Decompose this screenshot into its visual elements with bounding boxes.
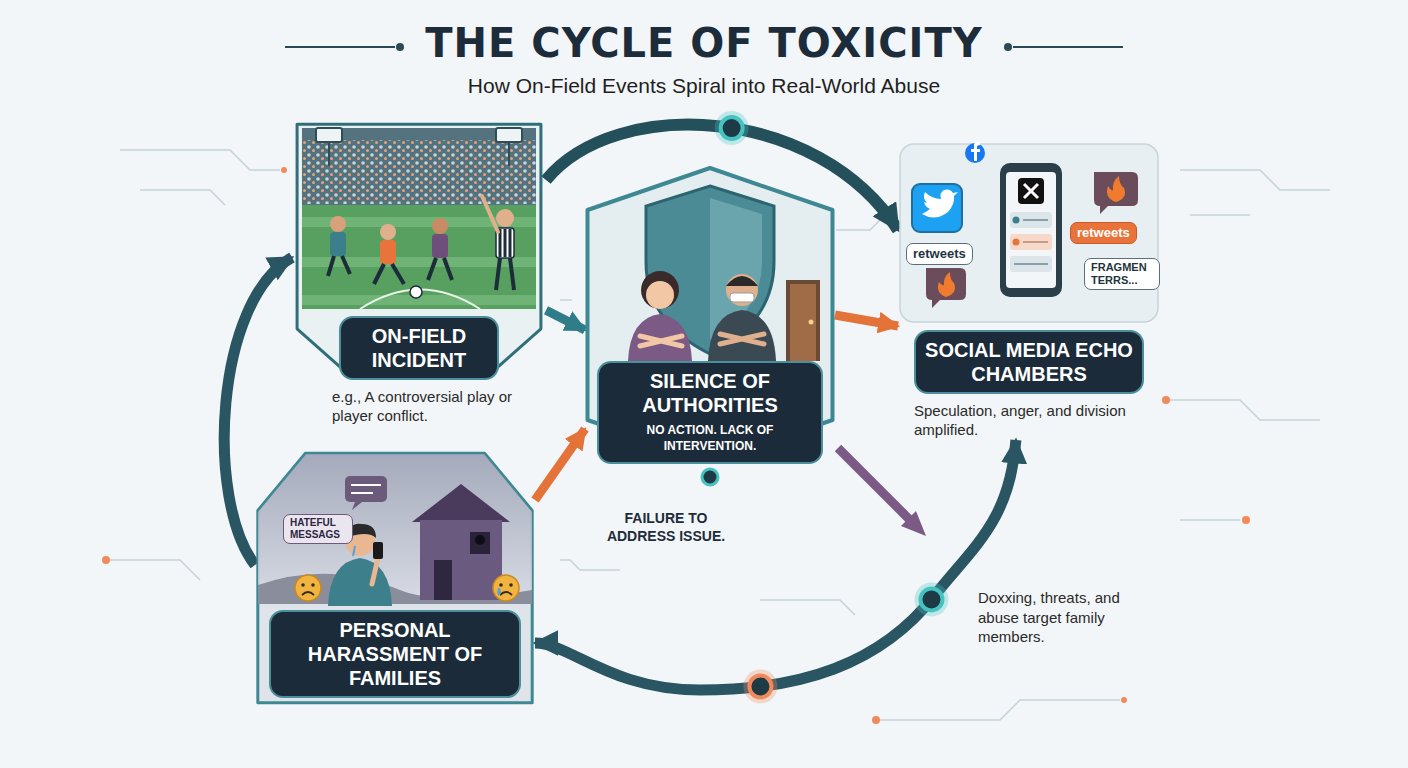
panel-description: e.g., A controversial play or player con… — [332, 388, 532, 426]
stage-note: Doxxing, threats, and abuse target famil… — [978, 588, 1140, 647]
bubble-text: HATEFUL MESSAGS — [290, 517, 346, 541]
node-dot — [721, 117, 743, 139]
harassment-illustration — [258, 454, 532, 606]
cycle-arc — [535, 440, 1016, 690]
panel-shape — [588, 168, 833, 462]
flow-arrow — [835, 315, 898, 326]
panel-heading: SOCIAL MEDIA ECHO CHAMBERS — [914, 330, 1144, 394]
stage-note: FAILURE TO ADDRESS ISSUE. — [596, 510, 736, 545]
node-glow — [715, 111, 749, 145]
node-glow — [743, 669, 777, 703]
harassment-panel: PERSONAL HARASSMENT OF FAMILIES HATEFUL M… — [255, 448, 535, 708]
social-media-illustration — [912, 142, 1138, 308]
social-media-panel: SOCIAL MEDIA ECHO CHAMBERS Speculation, a… — [898, 140, 1160, 440]
node-glow — [914, 582, 948, 616]
silence-hexagon: SILENCE OF AUTHORITIESNO ACTION. LACK OF… — [585, 165, 835, 465]
diagram-subtitle: How On-Field Events Spiral into Real-Wor… — [0, 74, 1408, 98]
node-dot — [749, 675, 771, 697]
escalation-arrow — [838, 448, 926, 536]
message-bubble: HATEFUL MESSAGS — [283, 514, 353, 544]
diagram-title: THE CYCLE OF TOXICITY — [0, 20, 1408, 66]
panel-description: Speculation, anger, and division amplifi… — [914, 402, 1144, 440]
stadium-illustration — [302, 128, 536, 309]
node-dot — [702, 469, 718, 485]
comment-bubble: FRAGMEN TERRS... — [1084, 258, 1160, 290]
bubble-text: retweets — [913, 246, 966, 262]
panel-shape — [258, 453, 532, 703]
flow-arrow — [546, 310, 585, 330]
node-dot — [920, 588, 942, 610]
panel-outline — [292, 118, 546, 428]
incident-panel: ON-FIELD INCIDENT e.g., A controversial p… — [292, 118, 546, 428]
panel-heading: PERSONAL HARASSMENT OF FAMILIES — [269, 610, 521, 698]
panel-shape — [900, 144, 1158, 322]
bubble-text: retweets — [1077, 225, 1130, 241]
retweet-bubble: retweets — [1070, 222, 1137, 244]
panel-heading: ON-FIELD INCIDENT — [339, 316, 499, 380]
panel-heading: SILENCE OF AUTHORITIES — [597, 361, 823, 423]
shield-illustration — [628, 186, 820, 361]
panel-description: NO ACTION. LACK OF INTERVENTION. — [597, 423, 823, 464]
flow-arrow — [535, 429, 585, 500]
bubble-text: FRAGMEN TERRS... — [1091, 261, 1153, 287]
retweet-bubble: retweets — [906, 243, 973, 265]
